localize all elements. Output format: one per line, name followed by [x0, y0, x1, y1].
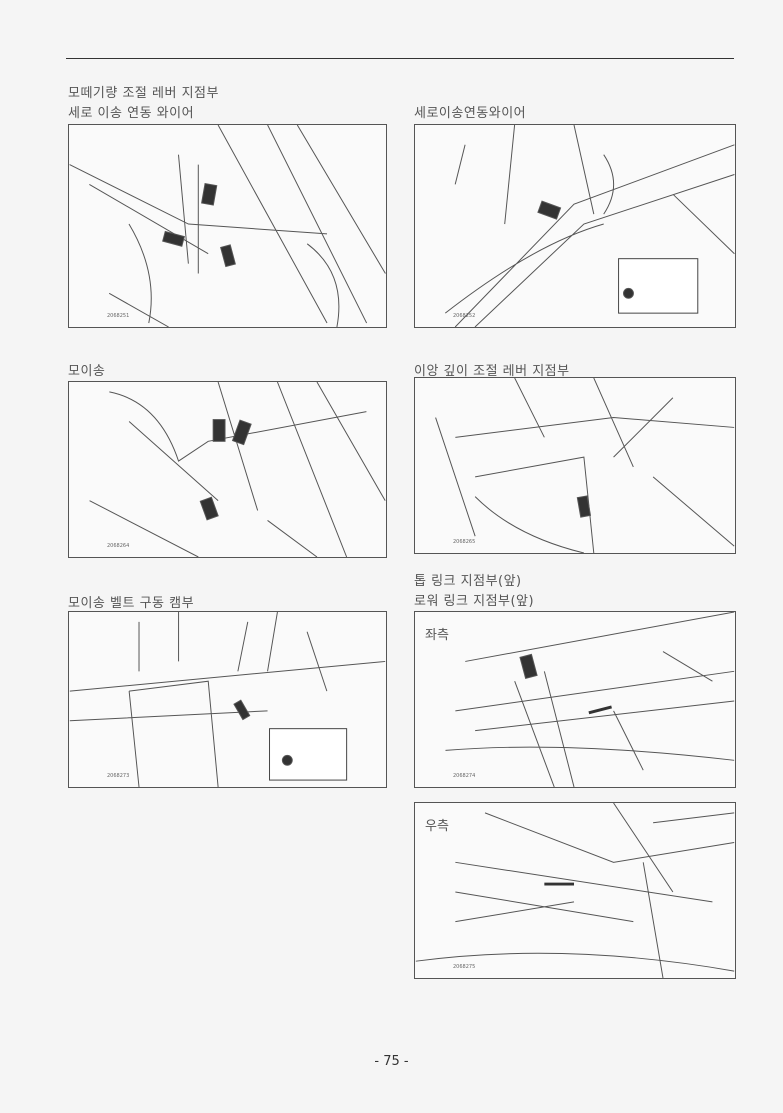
caption-seedling-feed: 모이송 — [68, 364, 106, 379]
figure-3: 2068264 — [68, 381, 387, 558]
caption-top-link-pivot: 톱 링크 지점부(앞) — [414, 574, 522, 589]
header-rule — [66, 58, 734, 59]
figure-code: 2068275 — [453, 964, 476, 970]
caption-vertical-feed-wire-2: 세로이송연동와이어 — [414, 106, 527, 121]
figure-7: 우측 2068275 — [414, 802, 736, 979]
figure-4: 2068265 — [414, 377, 736, 554]
figure-code: 2068274 — [453, 773, 476, 779]
figure-code: 2068252 — [453, 313, 476, 319]
caption-planting-depth-lever: 이앙 깊이 조절 레버 지점부 — [414, 364, 570, 379]
figure-code: 2068251 — [107, 313, 130, 319]
caption-feed-belt-cam: 모이송 벨트 구동 캠부 — [68, 596, 195, 611]
caption-lower-link-pivot: 로워 링크 지점부(앞) — [414, 594, 535, 609]
figure-code: 2068264 — [107, 543, 130, 549]
figure-1: 2068251 — [68, 124, 387, 328]
side-label-right: 우측 — [425, 819, 449, 834]
figure-2: 2068252 — [414, 124, 736, 328]
figure-code: 2068273 — [107, 773, 130, 779]
figure-code: 2068265 — [453, 539, 476, 545]
section-title: 모떼기량 조절 레버 지점부 — [68, 86, 219, 101]
caption-vertical-feed-wire: 세로 이송 연동 와이어 — [68, 106, 195, 121]
figure-5: 2068273 — [68, 611, 387, 788]
page-number: - 75 - — [374, 1054, 409, 1069]
figure-6: 좌측 2068274 — [414, 611, 736, 788]
side-label-left: 좌측 — [425, 628, 449, 643]
